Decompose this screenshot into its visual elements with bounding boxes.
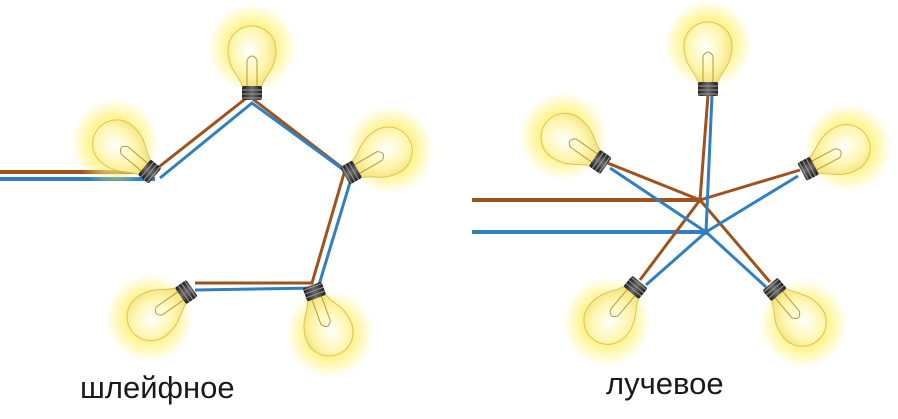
bulb-icon [322,89,451,215]
bulb-icon [87,251,218,380]
star-caption: лучевое [606,366,724,401]
bulb-icon [735,255,866,387]
bulb-icon [544,253,675,385]
bulb-icon [207,3,297,101]
daisy-chain-caption: шлейфное [80,370,235,405]
bulb-icon [52,80,184,211]
bulb-icon [663,0,753,97]
star-junction-neutral [703,229,709,235]
star-diagram [472,0,898,387]
bulb-icon [501,74,632,203]
star-feed-wires [472,198,706,234]
star-neutral-wires [609,94,799,289]
daisy-chain-diagram [0,3,451,391]
star-phase-wires [604,94,801,283]
bulb-icon [780,87,898,212]
star-junction-phase [697,197,703,203]
daisy-chain-wires [154,94,354,292]
